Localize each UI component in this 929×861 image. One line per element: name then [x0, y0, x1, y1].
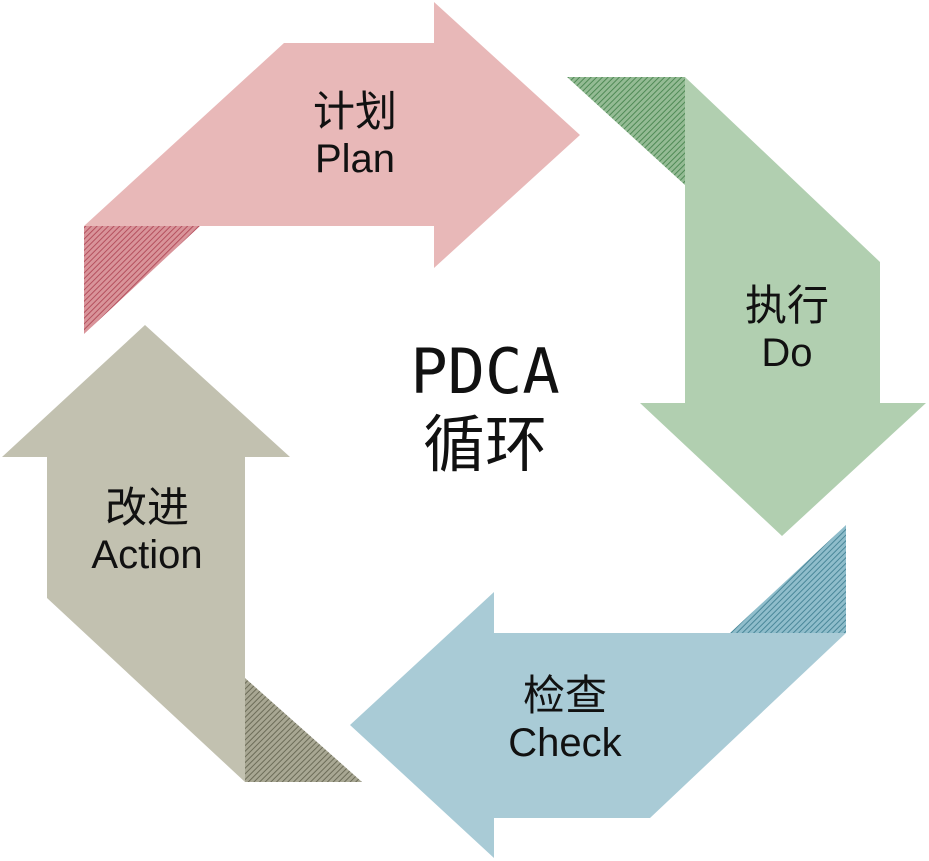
action-fold	[245, 678, 362, 782]
do-label: 执行 Do	[722, 281, 852, 376]
action-label-zh: 改进	[104, 483, 189, 532]
check-label-zh: 检查	[522, 671, 607, 720]
check-fold	[730, 525, 846, 633]
plan-arrow	[84, 2, 580, 334]
action-arrow	[2, 325, 362, 782]
check-arrow-body	[350, 592, 846, 858]
center-title: PDCA 循环	[360, 335, 610, 484]
check-label: 检查 Check	[490, 671, 640, 766]
plan-fold	[84, 226, 200, 334]
plan-label-zh: 计划	[312, 87, 397, 136]
plan-arrow-body	[84, 2, 580, 268]
plan-label: 计划 Plan	[290, 87, 420, 182]
check-label-en: Check	[508, 721, 622, 766]
check-arrow	[350, 525, 846, 858]
do-arrow-body	[640, 77, 926, 536]
do-arrow	[567, 77, 926, 536]
action-arrow-body	[2, 325, 290, 782]
action-label: 改进 Action	[72, 483, 222, 578]
do-label-zh: 执行	[744, 281, 829, 330]
center-title-line2: 循环	[422, 408, 547, 482]
do-label-en: Do	[761, 331, 813, 376]
plan-label-en: Plan	[314, 137, 396, 182]
action-label-en: Action	[91, 533, 203, 578]
do-fold	[567, 77, 685, 185]
center-title-line1: PDCA	[410, 335, 560, 408]
